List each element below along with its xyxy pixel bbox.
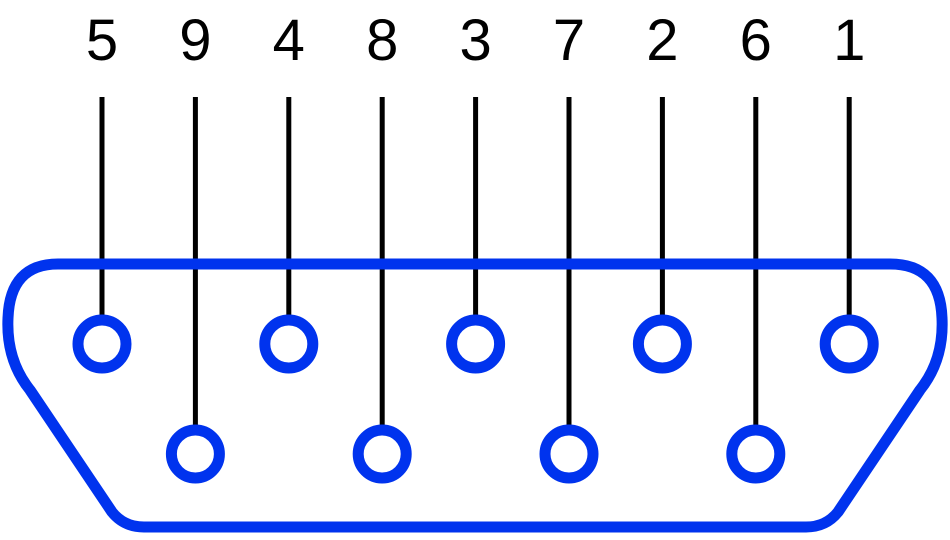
pin-4-circle-icon [259, 314, 319, 374]
pin-label-8: 8 [366, 8, 398, 73]
connector-shell [2, 258, 948, 533]
pin-8-circle-icon [352, 424, 412, 484]
pin-label-9: 9 [179, 8, 211, 73]
pin-label-4: 4 [273, 8, 305, 73]
pin-label-1: 1 [833, 8, 865, 73]
connector-pins [72, 314, 879, 484]
pin-label-7: 7 [553, 8, 585, 73]
pin-9-circle-icon [165, 424, 225, 484]
pin-label-3: 3 [459, 8, 491, 73]
pin-2-circle-icon [632, 314, 692, 374]
pin-1-circle-icon [819, 314, 879, 374]
pin-7-circle-icon [539, 424, 599, 484]
pin-label-2: 2 [646, 8, 678, 73]
pin-6-circle-icon [726, 424, 786, 484]
pin-5-circle-icon [72, 314, 132, 374]
pin-label-6: 6 [740, 8, 772, 73]
pin-label-5: 5 [86, 8, 118, 73]
pin-3-circle-icon [446, 314, 506, 374]
